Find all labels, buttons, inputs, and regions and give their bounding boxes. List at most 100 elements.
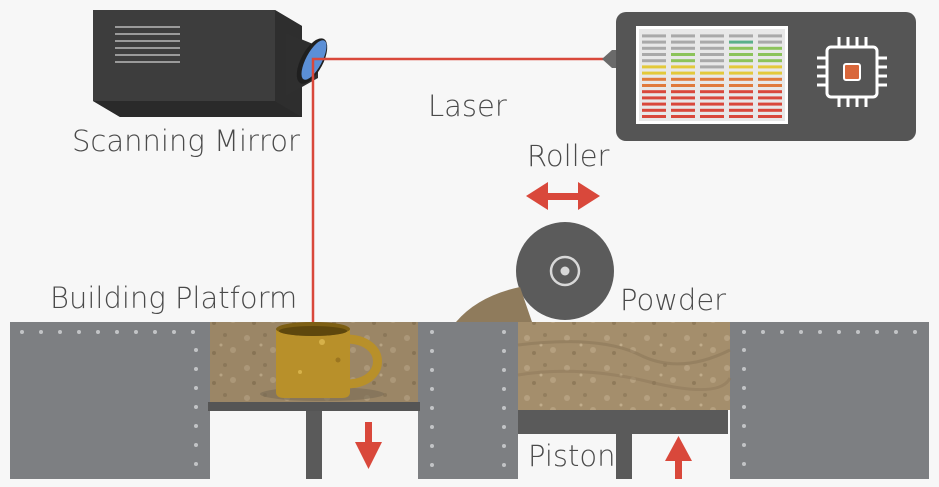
rivet — [502, 444, 506, 448]
rivet — [153, 330, 157, 334]
down-arrow-icon — [355, 422, 382, 469]
rivet — [194, 462, 198, 466]
rivet — [430, 330, 434, 334]
eq-segment — [758, 108, 782, 112]
up-arrow-icon — [665, 436, 692, 479]
rivet — [58, 330, 62, 334]
rivet — [742, 405, 746, 409]
eq-segment — [758, 77, 782, 81]
eq-segment — [758, 115, 782, 118]
eq-segment — [642, 84, 666, 87]
eq-segment — [700, 108, 724, 112]
eq-segment — [671, 59, 695, 63]
rivet — [780, 330, 784, 334]
roller-label: Roller — [527, 139, 610, 173]
eq-segment — [758, 90, 782, 94]
rivet — [115, 330, 119, 334]
eq-segment — [642, 90, 666, 94]
rivet — [134, 330, 138, 334]
rivet — [430, 425, 434, 429]
eq-segment — [758, 84, 782, 87]
rivet — [502, 349, 506, 353]
eq-segment — [758, 96, 782, 100]
building-platform-label: Building Platform — [50, 281, 298, 315]
eq-segment — [729, 53, 753, 56]
eq-segment — [729, 102, 753, 106]
eq-segment — [729, 71, 753, 75]
rivet — [856, 330, 860, 334]
eq-segment — [700, 102, 724, 106]
eq-segment — [671, 96, 695, 100]
eq-segment — [671, 34, 695, 38]
rivet — [502, 463, 506, 467]
rivet — [502, 425, 506, 429]
eq-segment — [671, 65, 695, 69]
piston-plate — [518, 410, 728, 434]
powder-mound — [456, 287, 532, 322]
eq-segment — [642, 115, 666, 118]
rivet — [913, 330, 917, 334]
coffee-mug — [260, 322, 384, 401]
eq-segment — [758, 46, 782, 50]
eq-segment — [758, 34, 782, 38]
rivet — [430, 406, 434, 410]
eq-segment — [642, 77, 666, 81]
rivet — [430, 368, 434, 372]
building-platform — [208, 402, 420, 411]
powder-chamber — [517, 322, 732, 479]
eq-segment — [729, 34, 753, 38]
rivet — [742, 443, 746, 447]
eq-segment — [700, 71, 724, 75]
rivet — [742, 367, 746, 371]
eq-segment — [671, 108, 695, 112]
eq-segment — [729, 90, 753, 94]
eq-segment — [671, 84, 695, 87]
rivet — [894, 330, 898, 334]
eq-segment — [671, 90, 695, 94]
rivet — [502, 406, 506, 410]
powder-label: Powder — [620, 283, 727, 317]
rivet — [39, 330, 43, 334]
eq-segment — [642, 65, 666, 69]
rivet — [194, 405, 198, 409]
rivet — [742, 424, 746, 428]
rivet — [742, 330, 746, 334]
eq-segment — [671, 40, 695, 44]
eq-segment — [700, 90, 724, 94]
rivet — [191, 330, 195, 334]
rivet — [837, 330, 841, 334]
rivet — [194, 424, 198, 428]
scanning-mirror-box — [93, 10, 328, 117]
piston-label: Piston — [528, 439, 616, 473]
scanning-mirror-label: Scanning Mirror — [72, 124, 300, 158]
rivet — [742, 462, 746, 466]
eq-segment — [758, 40, 782, 44]
rivet — [430, 387, 434, 391]
eq-segment — [729, 84, 753, 87]
rivet — [20, 330, 24, 334]
eq-segment — [700, 53, 724, 56]
rivet — [194, 348, 198, 352]
rivet — [799, 330, 803, 334]
eq-segment — [700, 84, 724, 87]
eq-segment — [700, 96, 724, 100]
eq-segment — [729, 77, 753, 81]
eq-segment — [758, 102, 782, 106]
eq-segment — [671, 102, 695, 106]
eq-segment — [758, 71, 782, 75]
platform-shaft — [306, 411, 322, 479]
eq-segment — [758, 53, 782, 56]
rivet — [194, 443, 198, 447]
eq-segment — [671, 53, 695, 56]
eq-segment — [642, 59, 666, 63]
eq-segment — [700, 34, 724, 38]
eq-segment — [729, 65, 753, 69]
eq-segment — [729, 46, 753, 50]
eq-segment — [729, 40, 753, 44]
eq-segment — [700, 115, 724, 118]
eq-segment — [642, 46, 666, 50]
chip-icon — [817, 37, 887, 107]
rivet — [761, 330, 765, 334]
rivet — [502, 368, 506, 372]
rivet — [172, 330, 176, 334]
